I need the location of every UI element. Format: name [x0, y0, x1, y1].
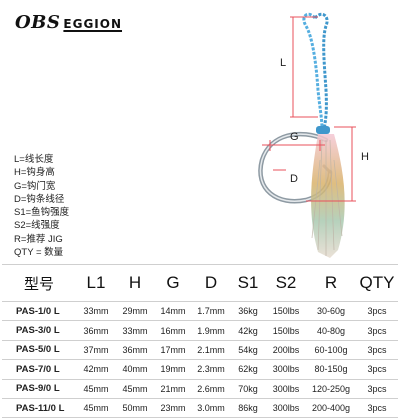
label-l: L: [280, 57, 286, 69]
table-cell: PAS-11/0 L: [16, 402, 65, 414]
table-row: PAS-9/0 L 45mm 45mm 21mm 2.6mm 70kg 300lbs 120-…: [2, 379, 398, 399]
header-h: H: [128, 273, 142, 292]
brand-mark: OBS: [15, 12, 61, 33]
legend-item: S2=线强度: [14, 220, 60, 232]
table-row: PAS-1/0 L 33mm 29mm 14mm 1.7mm 36kg 150lbs 30-6…: [2, 302, 398, 321]
table-cell: 45mm: [122, 383, 148, 394]
table-cell: 3pcs: [367, 306, 387, 317]
dimension-l: L: [280, 16, 318, 118]
legend-item: R=推荐 JIG: [14, 233, 63, 245]
header-s1: S1: [237, 273, 259, 292]
table-cell: PAS-3/0 L: [16, 325, 60, 337]
table-cell: PAS-5/0 L: [16, 344, 60, 356]
dimension-h: H: [306, 126, 369, 202]
spec-table: 型号 L1 H G D S1 S2 R QTY PAS-1/0 L 33mm 29m…: [2, 264, 398, 418]
dimension-g: G: [262, 131, 325, 151]
table-cell: 300lbs: [272, 403, 300, 414]
table-cell: 300lbs: [272, 383, 300, 394]
header-qty: QTY: [359, 273, 395, 292]
table-cell: 3pcs: [367, 344, 387, 355]
table-cell: 21mm: [160, 383, 186, 394]
table-cell: 3pcs: [367, 364, 387, 375]
legend-item: L=线长度: [14, 154, 54, 165]
table-cell: 3.0mm: [197, 403, 225, 414]
table-cell: 33mm: [122, 325, 148, 336]
table-row: PAS-3/0 L 36mm 33mm 16mm 1.9mm 42kg 150lbs 40-8…: [2, 321, 398, 341]
table-cell: 17mm: [160, 344, 186, 355]
table-cell: 200-400g: [311, 403, 351, 414]
header-model: 型号: [23, 275, 54, 293]
table-cell: 19mm: [160, 364, 186, 375]
legend-item: G=钩门宽: [14, 180, 56, 192]
table-cell: 29mm: [122, 306, 148, 317]
table-cell: 36kg: [238, 306, 258, 317]
table-cell: 40mm: [122, 364, 148, 375]
label-d: D: [290, 173, 298, 185]
header-d: D: [204, 273, 218, 292]
table-cell: 1.7mm: [197, 306, 225, 317]
table-cell: 3pcs: [367, 383, 387, 394]
table-cell: 200lbs: [272, 344, 300, 355]
header-r: R: [324, 273, 338, 292]
table-cell: 42mm: [83, 364, 109, 375]
label-g: G: [290, 131, 299, 143]
table-cell: 120-250g: [311, 383, 351, 394]
header-s2: S2: [275, 273, 297, 292]
table-cell: 16mm: [160, 325, 186, 336]
legend-item: D=钩条线径: [14, 193, 65, 205]
table-cell: 150lbs: [272, 306, 300, 317]
table-cell: 2.1mm: [197, 344, 225, 355]
table-cell: PAS-1/0 L: [16, 305, 60, 317]
legend: L=线长度 H=钩身高 G=钩门宽 D=钩条线径 S1=鱼钩强度 S2=线强度 …: [14, 153, 69, 259]
table-cell: 40-80g: [316, 325, 346, 336]
brand-wordmark: EGGION: [63, 17, 123, 31]
table-cell: 37mm: [83, 344, 109, 355]
table-cell: 36mm: [83, 325, 109, 336]
table-row: PAS-7/0 L 42mm 40mm 19mm 2.3mm 62kg 300lbs 80-1…: [2, 360, 398, 380]
table-cell: 3pcs: [367, 325, 387, 336]
table-cell: PAS-7/0 L: [16, 363, 60, 375]
legend-item: H=钩身高: [14, 167, 55, 179]
table-body: PAS-1/0 L 33mm 29mm 14mm 1.7mm 36kg 150lbs 30-6…: [2, 302, 398, 418]
table-cell: 2.6mm: [197, 383, 225, 394]
table-row: PAS-5/0 L 37mm 36mm 17mm 2.1mm 54kg 200lbs 60-1…: [2, 340, 398, 360]
table-cell: 1.9mm: [197, 325, 225, 336]
table-cell: 70kg: [238, 383, 258, 394]
label-h: H: [361, 151, 369, 163]
table-cell: 45mm: [83, 403, 109, 414]
table-cell: 45mm: [83, 383, 109, 394]
legend-item: S1=鱼钩强度: [14, 207, 70, 219]
hook-diagram: L H G D: [258, 12, 369, 258]
assist-line: [302, 12, 329, 131]
table-cell: 14mm: [160, 306, 186, 317]
table-cell: 42kg: [238, 325, 258, 336]
brand-logo: OBS EGGION: [15, 12, 122, 33]
legend-item: QTY = 数量: [14, 247, 64, 259]
table-cell: 54kg: [238, 344, 258, 355]
table-cell: 3pcs: [367, 403, 387, 414]
table-cell: 86kg: [238, 403, 258, 414]
dimension-d: D: [273, 169, 298, 185]
table-header-row: 型号 L1 H G D S1 S2 R QTY: [2, 265, 398, 302]
table-cell: 80-150g: [314, 364, 348, 375]
table-cell: 60-100g: [314, 344, 348, 355]
table-row: PAS-11/0 L 45mm 50mm 23mm 3.0mm 86kg 300lbs 200…: [2, 398, 398, 418]
header-g: G: [166, 273, 180, 292]
table-cell: 36mm: [122, 344, 148, 355]
table-cell: 150lbs: [272, 325, 300, 336]
table-cell: 62kg: [238, 364, 258, 375]
flasher-skirt: [311, 134, 345, 258]
table-cell: 300lbs: [272, 364, 300, 375]
table-cell: 33mm: [83, 306, 109, 317]
table-cell: 2.3mm: [197, 364, 225, 375]
table-cell: 50mm: [122, 403, 148, 414]
table-cell: 30-60g: [316, 306, 346, 317]
table-cell: PAS-9/0 L: [16, 383, 60, 395]
table-cell: 23mm: [160, 403, 186, 414]
header-l1: L1: [86, 273, 106, 292]
